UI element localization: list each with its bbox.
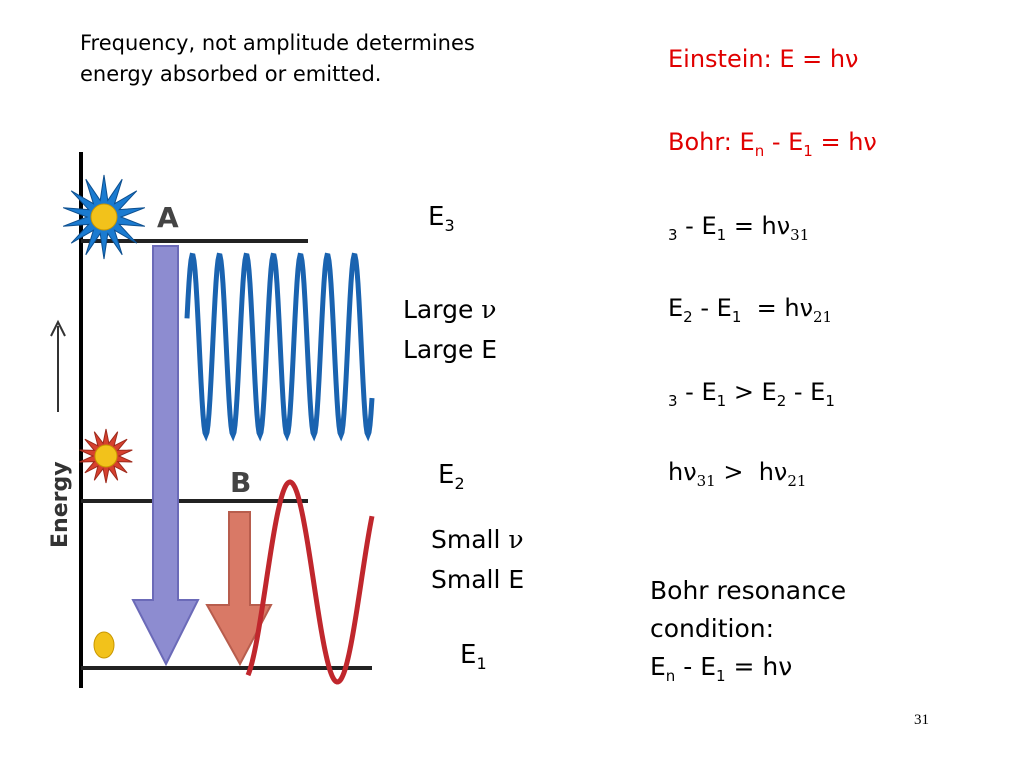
eq6-h1: hν bbox=[668, 458, 697, 486]
bohr-sub-n: n bbox=[754, 141, 765, 160]
eq6-gt: > bbox=[715, 458, 752, 486]
level-label-e2: E2 bbox=[438, 460, 465, 493]
large-line-1: Large ν bbox=[403, 290, 497, 330]
res-sub-1: 1 bbox=[716, 667, 726, 685]
equation-inequality: 3 - E1 > E2 - E1 bbox=[668, 378, 835, 410]
bohr-mid: - E bbox=[764, 128, 804, 156]
level-e2-base: E bbox=[438, 460, 455, 490]
transition-a-label: A bbox=[157, 201, 179, 234]
small-line-2: Small E bbox=[431, 565, 525, 594]
eq5-sub-2: 2 bbox=[776, 391, 787, 410]
equation-e3-e1: 3 - E1 = hν31 bbox=[668, 212, 809, 244]
eq3-sub-3: 3 bbox=[668, 225, 678, 244]
large-description: Large ν Large E bbox=[403, 290, 497, 370]
eq5-m1: - E bbox=[677, 378, 717, 406]
eq3-sub-1: 1 bbox=[716, 225, 727, 244]
einstein-equation: Einstein: E = hν bbox=[668, 45, 859, 73]
eq5-m3: - E bbox=[786, 378, 826, 406]
level-e3-sub: 3 bbox=[444, 216, 455, 236]
res-mid: - E bbox=[675, 652, 717, 681]
level-e1-base: E bbox=[460, 640, 477, 670]
res-prefix: E bbox=[650, 652, 666, 681]
eq4-mid: - E bbox=[692, 294, 732, 322]
intro-text: Frequency, not amplitude determines ener… bbox=[80, 31, 475, 86]
level-label-e1: E1 bbox=[460, 640, 487, 673]
eq4-a: E bbox=[668, 294, 684, 322]
bohr-suffix: = hν bbox=[812, 128, 877, 156]
small-line-1: Small ν bbox=[431, 520, 524, 560]
energy-axis-arrowhead bbox=[50, 319, 66, 337]
transition-b-label: B bbox=[230, 466, 251, 499]
transition-b-arrow bbox=[205, 511, 273, 667]
eq3-mid: - E bbox=[677, 212, 717, 240]
eq5-m2: > E bbox=[726, 378, 777, 406]
energy-axis-label: Energy bbox=[48, 461, 73, 548]
equation-e2-e1: E2 - E1 = hν21 bbox=[668, 294, 832, 326]
low-frequency-wave bbox=[245, 479, 375, 685]
eq4-rhs: = hν bbox=[741, 294, 813, 322]
res-sub-n: n bbox=[665, 667, 676, 685]
high-frequency-wave bbox=[184, 252, 375, 442]
equation-frequency-compare: hν31 > hν21 bbox=[668, 458, 806, 490]
eq5-sub-1b: 1 bbox=[825, 391, 835, 410]
eq6-h2: hν bbox=[751, 458, 788, 486]
res-suffix: = hν bbox=[725, 652, 793, 681]
eq6-sub-2: 21 bbox=[787, 471, 807, 490]
eq5-sub-1: 1 bbox=[716, 391, 727, 410]
resonance-line-1: Bohr resonance bbox=[650, 576, 847, 605]
level-e2-sub: 2 bbox=[454, 474, 465, 494]
eq3-rhs-sub: 31 bbox=[790, 225, 810, 244]
eq4-sub-2: 2 bbox=[683, 307, 693, 326]
large-nu: ν bbox=[481, 295, 497, 324]
bohr-equation: Bohr: En - E1 = hν bbox=[668, 128, 877, 160]
bohr-prefix: Bohr: E bbox=[668, 128, 755, 156]
large-prefix: Large bbox=[403, 295, 482, 324]
level-e1-sub: 1 bbox=[476, 654, 487, 674]
eq3-rhs: = hν bbox=[726, 212, 791, 240]
eq6-sub-1: 31 bbox=[696, 471, 716, 490]
eq4-rhs-sub: 21 bbox=[812, 307, 833, 326]
resonance-line-3: En - E1 = hν bbox=[650, 648, 846, 695]
resonance-line-2: condition: bbox=[650, 614, 775, 643]
eq5-sub-3: 3 bbox=[668, 391, 678, 410]
level-e3-base: E bbox=[428, 202, 445, 232]
small-burst-core bbox=[94, 444, 118, 468]
small-nu: ν bbox=[508, 525, 524, 554]
resonance-note: Bohr resonance condition: En - E1 = hν bbox=[650, 572, 846, 695]
transition-a-arrow bbox=[131, 245, 200, 667]
level-label-e3: E3 bbox=[428, 202, 455, 235]
ground-state-particle bbox=[93, 631, 115, 659]
bohr-sub-1: 1 bbox=[803, 141, 813, 160]
eq4-sub-1: 1 bbox=[731, 307, 742, 326]
small-description: Small ν Small E bbox=[431, 520, 524, 600]
small-prefix: Small bbox=[431, 525, 509, 554]
page-number: 31 bbox=[914, 712, 929, 728]
large-line-2: Large E bbox=[403, 335, 498, 364]
large-burst-core bbox=[90, 203, 118, 231]
